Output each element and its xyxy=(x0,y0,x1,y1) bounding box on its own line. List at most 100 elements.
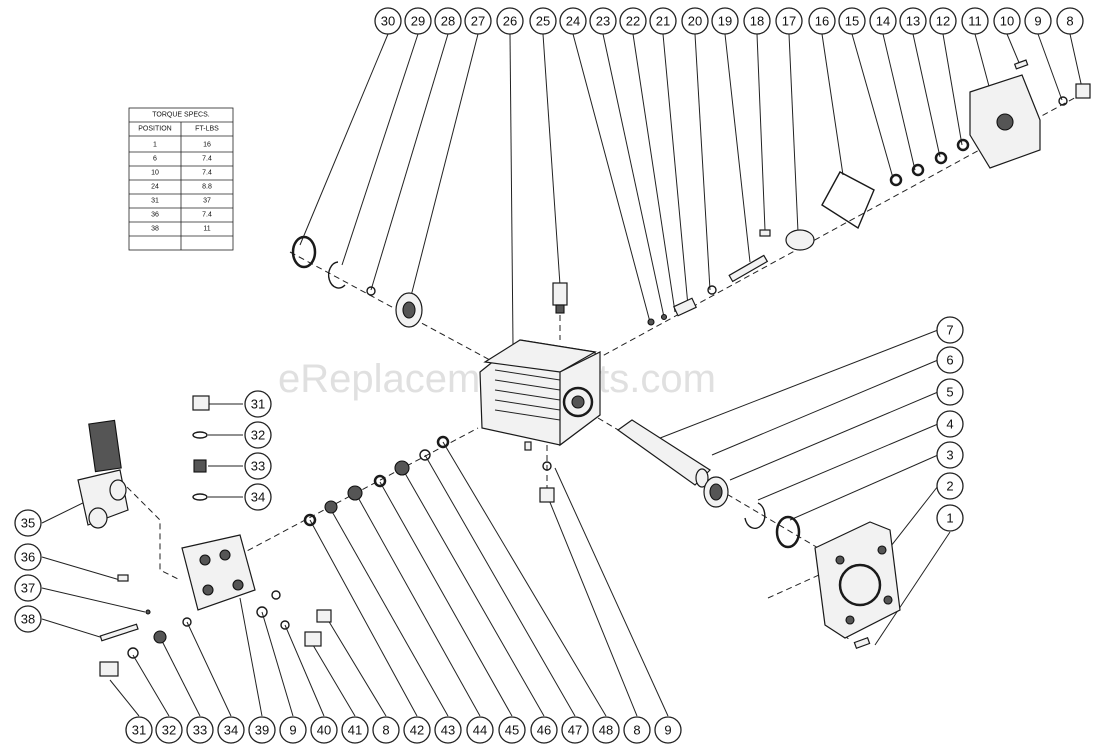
svg-text:11: 11 xyxy=(968,14,982,29)
callout-bubble: 8 xyxy=(372,716,400,744)
svg-text:34: 34 xyxy=(251,490,265,505)
callout-bubble: 10 xyxy=(993,7,1021,35)
callout-bubble: 17 xyxy=(775,7,803,35)
callout-bubble: 43 xyxy=(434,716,462,744)
top-callouts: 30 29 28 27 26 25 24 23 22 21 20 19 18 1… xyxy=(374,7,1084,35)
bottom-valve-parts xyxy=(99,590,332,677)
rear-cover-parts xyxy=(889,59,1091,187)
torque-cell: 6 xyxy=(153,156,157,163)
callout-bubble: 14 xyxy=(869,7,897,35)
callout-bubble: 8 xyxy=(1056,7,1084,35)
svg-text:15: 15 xyxy=(845,14,859,29)
callout-bubble: 2 xyxy=(936,472,964,500)
callout-bubble: 41 xyxy=(341,716,369,744)
svg-text:12: 12 xyxy=(936,14,950,29)
oil-plug xyxy=(552,282,568,314)
callout-bubble: 9 xyxy=(654,716,682,744)
callout-bubble: 3 xyxy=(936,441,964,469)
svg-text:9: 9 xyxy=(289,723,296,738)
svg-text:6: 6 xyxy=(946,353,953,368)
svg-text:18: 18 xyxy=(750,14,764,29)
torque-cell: 16 xyxy=(203,142,211,149)
svg-text:19: 19 xyxy=(718,14,732,29)
crankcase-housing xyxy=(479,339,601,451)
torque-cell: 8.8 xyxy=(202,184,212,191)
svg-text:27: 27 xyxy=(471,14,485,29)
svg-text:1: 1 xyxy=(946,511,953,526)
callout-bubble: 9 xyxy=(1024,7,1052,35)
svg-text:47: 47 xyxy=(568,723,582,738)
svg-text:39: 39 xyxy=(255,723,269,738)
callout-bubble: 28 xyxy=(434,7,462,35)
svg-text:9: 9 xyxy=(664,723,671,738)
callout-bubble: 5 xyxy=(936,378,964,406)
torque-header-position: POSITION xyxy=(138,126,171,133)
callout-bubble: 42 xyxy=(403,716,431,744)
svg-text:8: 8 xyxy=(382,723,389,738)
svg-text:23: 23 xyxy=(596,14,610,29)
callout-bubble: 34 xyxy=(244,483,272,511)
leader-lines xyxy=(41,33,1083,717)
shaft-parts xyxy=(647,229,815,326)
svg-text:36: 36 xyxy=(21,550,35,565)
left-callouts: 35 36 37 38 xyxy=(14,509,42,633)
callout-bubble: 32 xyxy=(244,421,272,449)
top-left-parts xyxy=(291,235,423,328)
torque-cell: 24 xyxy=(151,184,159,191)
callout-bubble: 33 xyxy=(186,716,214,744)
torque-table-title: TORQUE SPECS. xyxy=(152,112,209,119)
manifold-top-parts xyxy=(192,395,210,501)
torque-cell: 31 xyxy=(151,198,159,205)
callout-bubble: 27 xyxy=(464,7,492,35)
callout-bubble: 8 xyxy=(623,716,651,744)
svg-text:41: 41 xyxy=(348,723,362,738)
callout-bubble: 32 xyxy=(155,716,183,744)
svg-text:35: 35 xyxy=(21,516,35,531)
svg-text:10: 10 xyxy=(1000,14,1014,29)
svg-text:40: 40 xyxy=(317,723,331,738)
right-callouts: 7 6 5 4 3 2 1 xyxy=(936,316,964,532)
callout-bubble: 38 xyxy=(14,605,42,633)
callout-bubble: 39 xyxy=(248,716,276,744)
svg-text:14: 14 xyxy=(876,14,890,29)
torque-cell: 36 xyxy=(151,212,159,219)
torque-cell: 38 xyxy=(151,226,159,233)
bottom-callouts: 31 32 33 34 39 9 40 41 8 42 43 44 45 46 … xyxy=(125,716,682,744)
svg-text:33: 33 xyxy=(193,723,207,738)
svg-text:16: 16 xyxy=(815,14,829,29)
torque-cell: 37 xyxy=(203,198,211,205)
callout-bubble: 26 xyxy=(496,7,524,35)
svg-text:43: 43 xyxy=(441,723,455,738)
callout-bubble: 21 xyxy=(649,7,677,35)
svg-text:45: 45 xyxy=(505,723,519,738)
svg-text:33: 33 xyxy=(251,459,265,474)
callout-bubble: 34 xyxy=(217,716,245,744)
callout-bubble: 36 xyxy=(14,543,42,571)
callout-bubble: 9 xyxy=(279,716,307,744)
svg-text:30: 30 xyxy=(381,14,395,29)
svg-text:28: 28 xyxy=(441,14,455,29)
callout-bubble: 12 xyxy=(929,7,957,35)
svg-text:3: 3 xyxy=(946,448,953,463)
svg-text:32: 32 xyxy=(162,723,176,738)
torque-header-ftlbs: FT-LBS xyxy=(195,126,219,133)
torque-cell: 10 xyxy=(151,170,159,177)
callout-bubble: 48 xyxy=(592,716,620,744)
callout-bubble: 13 xyxy=(899,7,927,35)
callout-bubble: 40 xyxy=(310,716,338,744)
callout-bubble: 29 xyxy=(404,7,432,35)
callout-bubble: 20 xyxy=(681,7,709,35)
svg-text:38: 38 xyxy=(21,612,35,627)
callout-bubble: 6 xyxy=(936,346,964,374)
callout-bubble: 31 xyxy=(244,390,272,418)
manifold-callouts: 31 32 33 34 xyxy=(244,390,272,511)
torque-cell: 7.4 xyxy=(202,212,212,219)
svg-text:4: 4 xyxy=(946,417,953,432)
svg-text:8: 8 xyxy=(1066,14,1073,29)
callout-bubble: 15 xyxy=(838,7,866,35)
cover-gasket xyxy=(821,171,875,230)
plunger-shaft xyxy=(616,419,711,488)
manifold-head xyxy=(181,534,256,611)
seal-stack-right xyxy=(703,476,801,549)
